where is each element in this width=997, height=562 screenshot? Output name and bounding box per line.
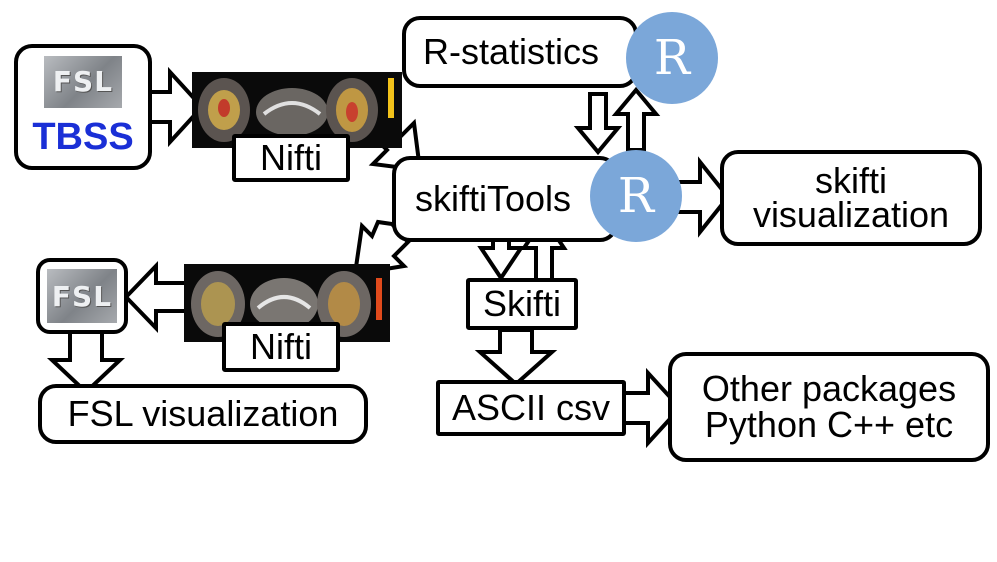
other-packages-box: Other packages Python C++ etc bbox=[668, 352, 990, 462]
r-logo-bottom-text: R bbox=[617, 168, 655, 224]
fsl-visualization-box: FSL visualization bbox=[38, 384, 368, 444]
r-logo-bottom-icon: R bbox=[590, 150, 682, 242]
nifti-bottom-box: Nifti bbox=[222, 322, 340, 372]
nifti-top-box: Nifti bbox=[232, 134, 350, 182]
tbss-label: TBSS bbox=[32, 115, 134, 158]
ascii-csv-label: ASCII csv bbox=[451, 387, 611, 428]
fsl-image-box: FSL bbox=[36, 258, 128, 334]
arrow-skifti-to-ascii bbox=[474, 328, 558, 387]
nifti-top-label: Nifti bbox=[260, 137, 322, 178]
ascii-csv-box: ASCII csv bbox=[436, 380, 626, 436]
r-logo-top-icon: R bbox=[626, 12, 718, 104]
skiftitools-label: skiftiTools bbox=[414, 178, 572, 219]
r-statistics-box: R-statistics bbox=[402, 16, 638, 88]
other-packages-line1: Other packages bbox=[701, 368, 957, 409]
arrow-fsl-to-vis bbox=[46, 328, 126, 395]
r-statistics-label: R-statistics bbox=[422, 31, 599, 72]
fsl-logo-top-text: FSL bbox=[52, 65, 114, 98]
skifti-box: Skifti bbox=[466, 278, 578, 330]
fsl-logo-bottom-icon: FSL bbox=[47, 269, 117, 323]
skifti-label: Skifti bbox=[482, 283, 561, 324]
brain-image-bottom bbox=[184, 264, 390, 342]
brain-slices-bottom bbox=[191, 271, 382, 337]
arrow-rstats-down bbox=[573, 92, 623, 156]
skifti-visualization-label: skifti visualization bbox=[752, 159, 950, 235]
brain-slices-top bbox=[198, 78, 394, 142]
other-packages-line2: Python C++ etc bbox=[704, 404, 954, 445]
skifti-visualization-box: skifti visualization bbox=[720, 150, 982, 246]
fsl-logo-bottom-text: FSL bbox=[51, 279, 113, 313]
fsl-logo-top-icon: FSL bbox=[44, 55, 122, 108]
r-logo-top-text: R bbox=[653, 30, 691, 86]
arrow-nifti-to-fsl bbox=[123, 261, 188, 333]
fsl-visualization-label: FSL visualization bbox=[67, 393, 339, 434]
nifti-bottom-label: Nifti bbox=[250, 326, 312, 367]
tbss-box: FSL TBSS bbox=[14, 44, 152, 170]
arrow-rstats-up bbox=[611, 86, 661, 152]
skiftitools-box: skiftiTools bbox=[392, 156, 618, 242]
